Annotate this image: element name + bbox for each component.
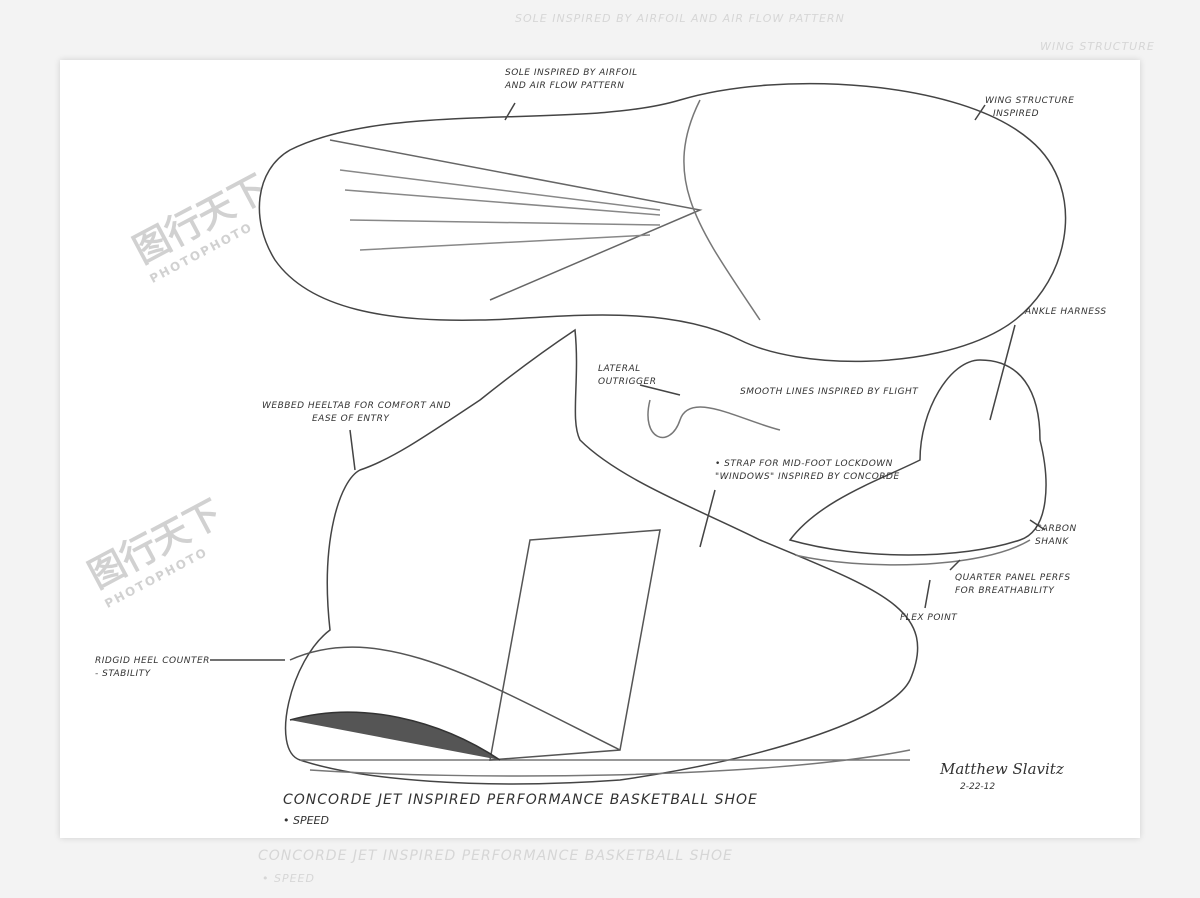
ghost-speed-text: • SPEED <box>262 872 315 885</box>
ghost-sole-text: SOLE INSPIRED BY AIRFOIL AND AIR FLOW PA… <box>515 12 845 25</box>
ghost-wing-text: WING STRUCTURE <box>1040 40 1155 53</box>
annotation-heel-counter: Ridgid heel counter - stability <box>95 655 210 681</box>
annotation-wing: Wing structure inspired <box>985 95 1074 121</box>
annotation-carbon-shank: Carbon shank <box>1035 523 1077 549</box>
signature: Matthew Slavitz <box>940 760 1064 778</box>
annotation-strap-line2: "Windows" inspired by Concorde <box>715 472 900 482</box>
annotation-heeltab-line1: Webbed heeltab for comfort and <box>262 401 452 411</box>
annotation-strap: • Strap for mid-foot lockdown "Windows" i… <box>715 458 900 484</box>
annotation-quarter-panel: Quarter panel perfs for breathability <box>955 572 1071 598</box>
annotation-heel-counter-line2: - stability <box>95 669 151 679</box>
annotation-carbon-line2: shank <box>1035 537 1069 547</box>
annotation-heeltab: Webbed heeltab for comfort and ease of en… <box>262 400 451 426</box>
bullet-speed: • SPEED <box>283 814 329 827</box>
annotation-quarter-line1: Quarter panel perfs <box>955 573 1071 583</box>
sketch-title: CONCORDE JET INSPIRED PERFORMANCE BASKET… <box>283 792 758 808</box>
annotation-lateral-line2: outrigger <box>598 377 657 387</box>
annotation-ankle-harness: Ankle harness <box>1025 307 1107 317</box>
annotation-sole-line2: and air flow pattern <box>505 81 625 91</box>
annotation-heel-counter-line1: Ridgid heel counter <box>95 656 210 666</box>
side-shoe-outline <box>788 359 1047 556</box>
annotation-carbon-line1: Carbon <box>1035 524 1077 534</box>
shoe-sketch-drawing <box>210 82 1067 785</box>
annotation-heeltab-line2: ease of entry <box>312 414 390 424</box>
sketch-date: 2-22-12 <box>960 782 996 792</box>
annotation-lateral-line1: Lateral <box>598 364 641 374</box>
annotation-wing-line1: Wing structure <box>985 96 1075 106</box>
outsole-outline <box>258 82 1067 363</box>
annotation-strap-line1: • Strap for mid-foot lockdown <box>715 459 893 469</box>
annotation-quarter-line2: for breathability <box>955 586 1055 596</box>
main-shoe-outline <box>284 328 919 785</box>
annotation-smooth-lines: Smooth lines inspired by flight <box>740 387 919 397</box>
ghost-title-text: CONCORDE JET INSPIRED PERFORMANCE BASKET… <box>258 848 733 864</box>
sketch-sheet: Sole inspired by airfoil and air flow pat… <box>60 60 1140 838</box>
annotation-sole: Sole inspired by airfoil and air flow pat… <box>505 67 638 93</box>
annotation-wing-line2: inspired <box>993 109 1040 119</box>
annotation-sole-line1: Sole inspired by airfoil <box>505 68 638 78</box>
annotation-lateral: Lateral outrigger <box>598 363 656 389</box>
annotation-flex-point: Flex point <box>900 613 958 623</box>
